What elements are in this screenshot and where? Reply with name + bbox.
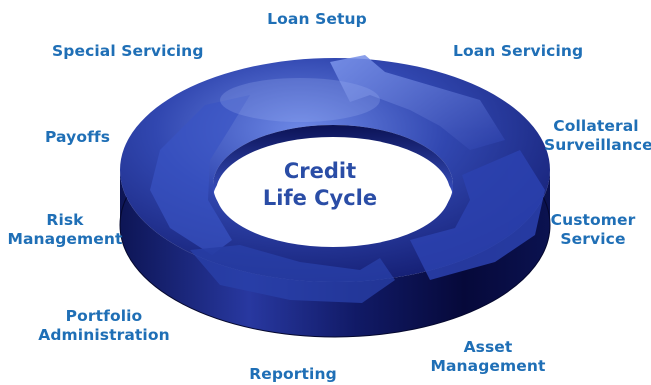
ring-highlight (220, 78, 380, 122)
label-asset-line2: Management (430, 357, 546, 375)
label-loan-setup: Loan Setup (252, 10, 382, 29)
arrow-top-right (330, 55, 505, 150)
label-risk-management: Risk Management (6, 211, 124, 249)
label-portfolio-administration: Portfolio Administration (33, 307, 175, 345)
label-special-servicing: Special Servicing (52, 42, 204, 61)
label-loan-servicing-text: Loan Servicing (453, 42, 584, 60)
center-title-line2: Life Cycle (262, 186, 378, 210)
label-special-servicing-text: Special Servicing (52, 42, 204, 60)
cycle-arrows (150, 55, 545, 303)
arrow-left (150, 95, 250, 255)
label-risk-line2: Management (7, 230, 123, 248)
label-collateral-line2: Surveillance (544, 136, 651, 154)
label-payoffs: Payoffs (45, 128, 110, 147)
ring-hole (216, 137, 450, 247)
label-collateral-surveillance: Collateral Surveillance (544, 117, 651, 155)
label-collateral-line1: Collateral (553, 117, 639, 135)
label-reporting: Reporting (233, 365, 353, 384)
ring-inner-wall (213, 125, 453, 198)
label-loan-servicing: Loan Servicing (453, 42, 583, 61)
label-payoffs-text: Payoffs (45, 128, 111, 146)
label-asset-line1: Asset (463, 338, 513, 356)
label-reporting-text: Reporting (249, 365, 337, 383)
arrow-bottom (190, 245, 395, 303)
label-customer-line2: Service (560, 230, 626, 248)
center-title-line1: Credit (283, 159, 357, 183)
label-portfolio-line1: Portfolio (65, 307, 143, 325)
label-customer-line1: Customer (550, 211, 636, 229)
label-asset-management: Asset Management (428, 338, 548, 376)
arrow-right (410, 150, 545, 280)
label-loan-setup-text: Loan Setup (267, 10, 367, 28)
center-title: Credit Life Cycle (240, 158, 400, 212)
label-customer-service: Customer Service (545, 211, 641, 249)
label-portfolio-line2: Administration (38, 326, 170, 344)
label-risk-line1: Risk (46, 211, 84, 229)
